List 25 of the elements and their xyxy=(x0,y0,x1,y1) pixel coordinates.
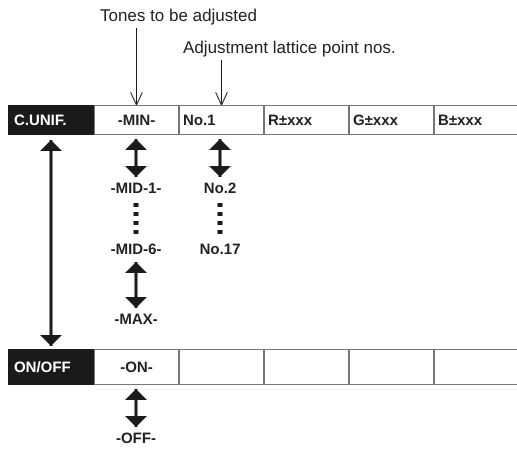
setting-cell: G±xxx xyxy=(349,105,434,135)
menu-item-label: C.UNIF. xyxy=(8,105,94,135)
double-arrow xyxy=(209,139,231,177)
annotation-text: Tones to be adjusted xyxy=(100,6,257,26)
double-arrow xyxy=(125,139,147,177)
option-text: No.2 xyxy=(204,181,236,197)
option-text: -MID-1- xyxy=(110,181,162,197)
double-arrow xyxy=(125,262,147,308)
setting-cell: -ON- xyxy=(94,349,179,385)
annotation-text: Adjustment lattice point nos. xyxy=(183,38,396,58)
option-text: -MAX- xyxy=(114,312,158,328)
menu-item-label: ON/OFF xyxy=(8,349,94,385)
setting-cell: -MIN- xyxy=(94,105,179,135)
option-text: -MID-6- xyxy=(110,242,162,258)
setting-cell: B±xxx xyxy=(434,105,517,135)
leader-arrow xyxy=(215,60,228,106)
setting-cell: R±xxx xyxy=(264,105,349,135)
leader-arrow xyxy=(130,28,143,106)
double-arrow xyxy=(125,389,147,427)
double-arrow xyxy=(40,140,62,346)
setting-cell: No.1 xyxy=(179,105,264,135)
dotted-line xyxy=(134,203,138,236)
option-text: -OFF- xyxy=(116,431,156,447)
dotted-line xyxy=(218,203,222,236)
option-text: No.17 xyxy=(200,242,240,258)
